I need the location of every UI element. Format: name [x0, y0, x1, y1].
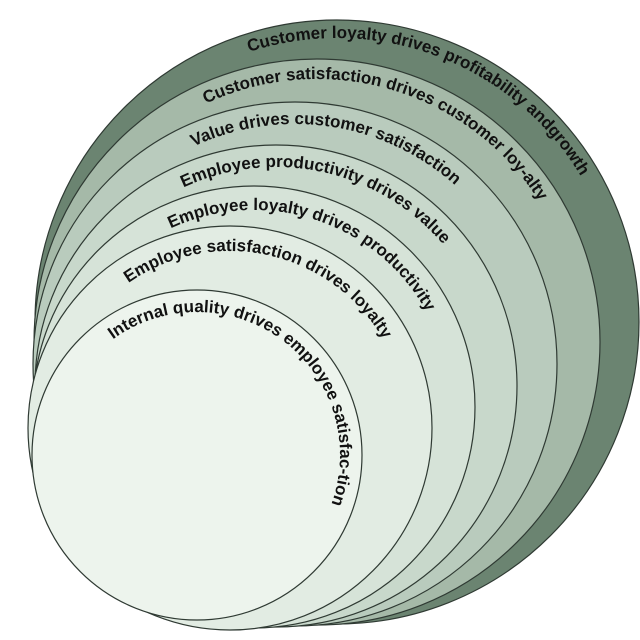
ring-7: [31, 289, 363, 621]
